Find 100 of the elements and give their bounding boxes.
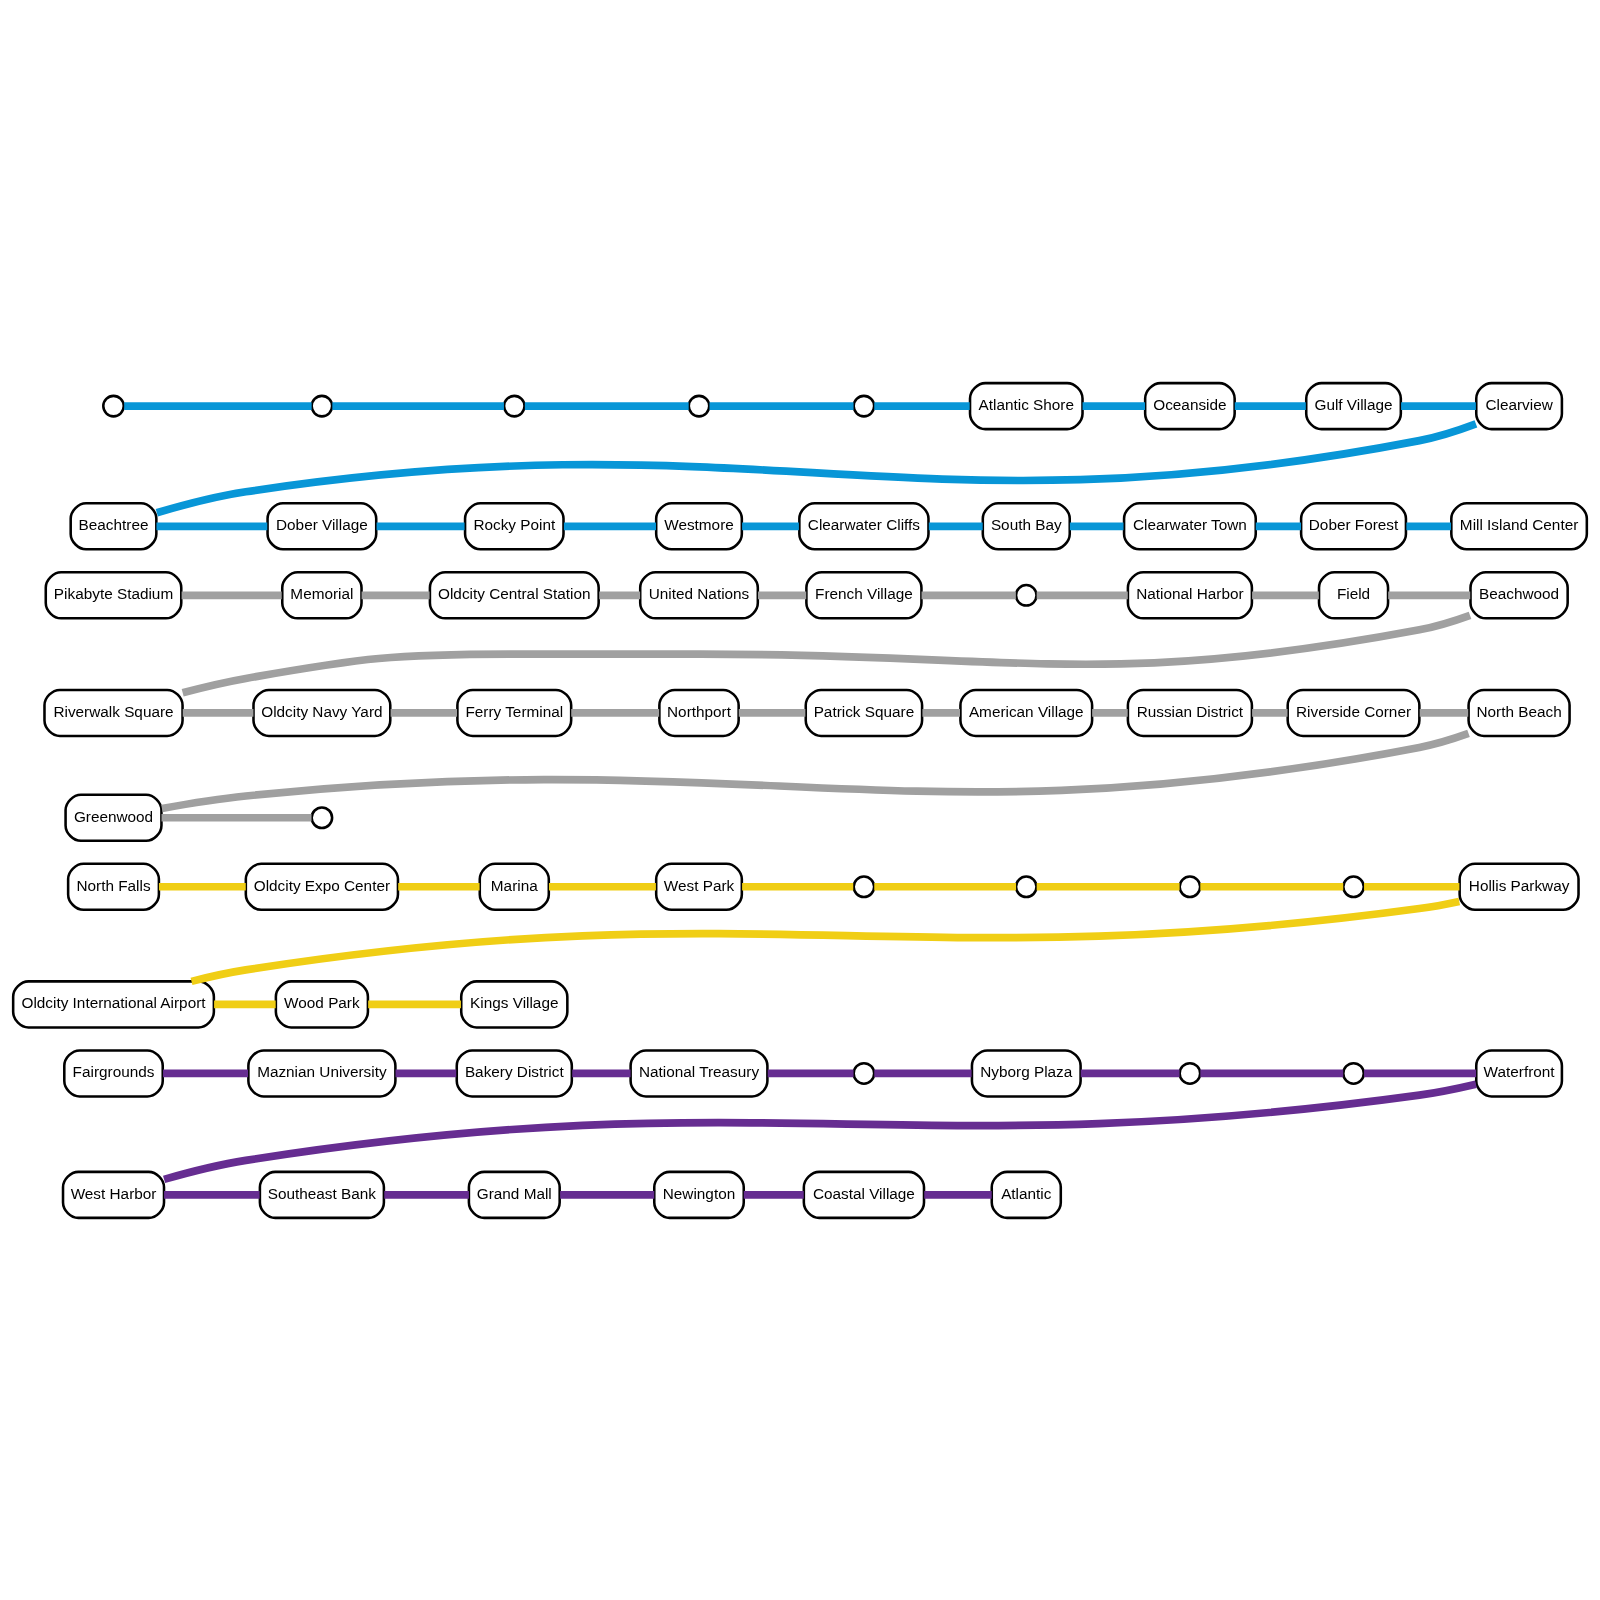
connector	[921, 591, 1016, 599]
connector	[1200, 1069, 1344, 1077]
connector	[1234, 401, 1306, 410]
connector	[1252, 591, 1319, 599]
connector	[742, 521, 799, 530]
node-box: French Village	[805, 570, 923, 620]
node-box: Mill Island Center	[1450, 501, 1589, 551]
connector	[182, 708, 254, 717]
connector	[214, 1000, 276, 1008]
node-circle	[1178, 874, 1202, 898]
connector	[563, 521, 656, 530]
node-circle	[102, 394, 125, 418]
connector	[1401, 401, 1476, 410]
node-box: Memorial	[281, 570, 363, 620]
connector	[922, 708, 960, 717]
connector	[161, 729, 1470, 812]
node-box: Clearview	[1475, 381, 1564, 430]
node-box: West Park	[654, 862, 744, 911]
connector	[181, 611, 1472, 696]
node-box: Southeast Bank	[258, 1170, 386, 1219]
connector	[164, 1190, 260, 1199]
connector	[758, 591, 807, 599]
connector	[571, 708, 660, 717]
node-circle	[852, 874, 876, 898]
node-circle	[1342, 874, 1366, 898]
connector	[1255, 521, 1302, 530]
connector	[1069, 521, 1124, 530]
node-circle	[687, 394, 711, 418]
connector	[158, 882, 246, 891]
connector	[874, 882, 1017, 891]
connector	[549, 882, 656, 891]
connector	[874, 401, 970, 410]
connector	[572, 1069, 631, 1077]
connector	[738, 708, 806, 717]
connector	[1364, 1069, 1477, 1077]
connector	[924, 1190, 992, 1199]
node-circle	[310, 394, 334, 418]
node-box: Nyborg Plaza	[970, 1048, 1082, 1098]
node-circle	[1178, 1061, 1202, 1085]
node-box: Oldcity Navy Yard	[252, 688, 392, 737]
node-box: Oldcity International Airport	[11, 979, 216, 1029]
node-box: Fairgrounds	[63, 1048, 164, 1098]
node-box: Clearwater Cliffs	[798, 501, 930, 551]
node-box: Patrick Square	[804, 688, 924, 737]
connector	[1364, 882, 1460, 891]
node-circle	[1014, 583, 1038, 607]
node-box: Beachtree	[69, 501, 158, 551]
node-box: Hollis Parkway	[1458, 862, 1580, 911]
node-box: Coastal Village	[802, 1170, 926, 1219]
connector	[156, 521, 268, 530]
node-circle	[1342, 1061, 1366, 1085]
connector	[163, 1080, 1477, 1183]
connector	[743, 1190, 804, 1199]
connector	[1252, 708, 1288, 717]
node-box: West Harbor	[61, 1170, 166, 1219]
node-box: National Harbor	[1126, 570, 1254, 620]
connector	[709, 401, 854, 410]
node-box: American Village	[959, 688, 1094, 737]
connector	[390, 708, 458, 717]
node-box: Oceanside	[1143, 381, 1236, 430]
node-box: Field	[1317, 570, 1390, 620]
node-circle	[1014, 874, 1038, 898]
node-box: Waterfront	[1475, 1048, 1564, 1098]
node-box: Beachwood	[1469, 570, 1569, 620]
connector	[1200, 882, 1344, 891]
connector	[1082, 401, 1146, 410]
node-box: Riverside Corner	[1286, 688, 1421, 737]
connector	[1406, 521, 1452, 530]
node-box: Russian District	[1126, 688, 1254, 737]
node-box: Oldcity Central Station	[428, 570, 600, 620]
node-circle	[852, 394, 876, 418]
connector	[361, 591, 430, 599]
node-circle	[310, 805, 334, 829]
node-box: Riverwalk Square	[43, 688, 184, 737]
node-box: Atlantic	[990, 1170, 1063, 1219]
node-box: Pikabyte Stadium	[44, 570, 183, 620]
node-box: Atlantic Shore	[968, 381, 1084, 430]
connector	[1036, 882, 1180, 891]
node-box: South Bay	[981, 501, 1071, 551]
connector	[928, 521, 983, 530]
connector	[332, 401, 504, 410]
node-box: Ferry Terminal	[456, 688, 573, 737]
connector	[874, 1069, 972, 1077]
node-box: Northport	[658, 688, 740, 737]
node-box: Kings Village	[459, 979, 569, 1029]
connector	[1419, 708, 1469, 717]
connector	[395, 1069, 457, 1077]
connector	[742, 882, 854, 891]
node-box: Westmore	[654, 501, 744, 551]
node-box: Greenwood	[64, 792, 163, 842]
node-box: North Beach	[1467, 688, 1571, 737]
connector	[368, 1000, 461, 1008]
node-circle	[852, 1061, 876, 1085]
node-box: Wood Park	[274, 979, 370, 1029]
connector	[181, 591, 282, 599]
connector	[1092, 708, 1128, 717]
node-box: Marina	[478, 862, 551, 911]
connector	[398, 882, 480, 891]
connector	[1080, 1069, 1180, 1077]
connector	[384, 1190, 469, 1199]
